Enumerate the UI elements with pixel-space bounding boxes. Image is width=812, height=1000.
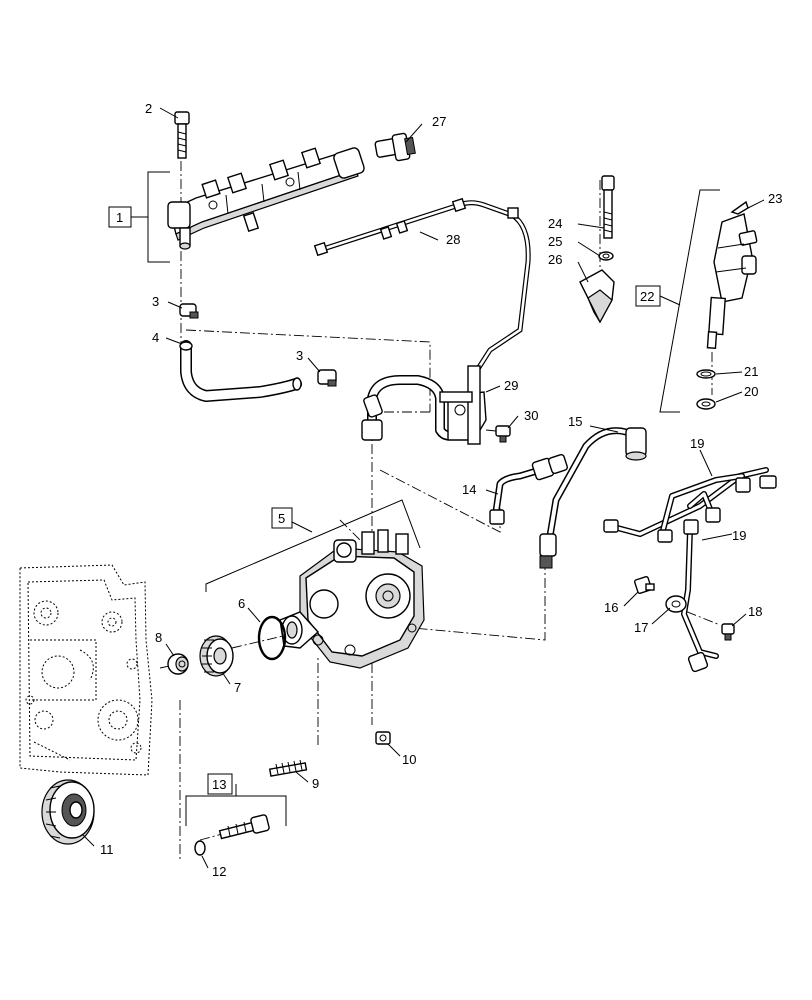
callout-24: 24 — [548, 216, 562, 231]
callout-26: 26 — [548, 252, 562, 267]
engine-gear-housing — [19, 564, 153, 776]
callout-22: 22 — [640, 289, 654, 304]
callout-17: 17 — [634, 620, 648, 635]
callout-12: 12 — [212, 864, 226, 879]
pump-feed-line — [539, 427, 647, 569]
pipe-clamp — [665, 595, 687, 613]
callout-29: 29 — [504, 378, 518, 393]
injector-o-ring — [696, 369, 716, 379]
pipe-clamp-bolt — [721, 623, 735, 641]
callout-15: 15 — [568, 414, 582, 429]
injection-pipes — [603, 467, 777, 673]
injector-clamp — [579, 269, 615, 324]
callout-21: 21 — [744, 364, 758, 379]
callout-19-lower: 19 — [732, 528, 746, 543]
bracket-bolt — [495, 425, 511, 443]
callout-30: 30 — [524, 408, 538, 423]
callout-1-box — [108, 206, 132, 228]
fuel-supply-line — [489, 453, 569, 525]
assembly-brackets — [131, 171, 720, 826]
callout-28: 28 — [446, 232, 460, 247]
callout-10: 10 — [402, 752, 416, 767]
callout-11: 11 — [100, 842, 114, 857]
callouts: 1 2 3 3 4 5 6 7 8 9 10 11 12 13 14 15 16… — [100, 101, 782, 879]
callout-3-lower: 3 — [296, 348, 303, 363]
callout-7: 7 — [234, 680, 241, 695]
callout-4: 4 — [152, 330, 159, 345]
callout-5-box — [271, 507, 293, 529]
rail-pressure-sensor — [374, 132, 416, 162]
callout-1: 1 — [116, 210, 123, 225]
callout-20: 20 — [744, 384, 758, 399]
injector-connector-clip — [730, 200, 749, 215]
rail-bolt — [174, 111, 190, 159]
plug-assembly — [218, 814, 270, 840]
fuel-injector — [706, 213, 758, 350]
callout-19-upper: 19 — [690, 436, 704, 451]
callout-14: 14 — [462, 482, 476, 497]
plug-seal-ring — [194, 840, 206, 856]
callout-9: 9 — [312, 776, 319, 791]
callout-18: 18 — [748, 604, 762, 619]
callout-13-box — [207, 773, 233, 795]
gear-nut — [167, 653, 189, 675]
clamp-washer — [598, 251, 614, 261]
alignment-lines — [159, 125, 721, 860]
pump-o-ring — [257, 615, 287, 661]
callout-5: 5 — [278, 511, 285, 526]
callout-27: 27 — [432, 114, 446, 129]
callout-3-upper: 3 — [152, 294, 159, 309]
pump-nut — [375, 731, 391, 745]
hose-clamp-lower — [317, 369, 337, 387]
high-pressure-pump — [279, 529, 425, 669]
leader-lines — [81, 107, 765, 869]
callout-13: 13 — [212, 777, 226, 792]
callout-25: 25 — [548, 234, 562, 249]
callout-2: 2 — [145, 101, 152, 116]
pipe-clamp-block — [633, 575, 655, 595]
pump-drive-gear — [199, 635, 234, 677]
hose-clamp-upper — [179, 303, 199, 319]
callout-16: 16 — [604, 600, 618, 615]
callout-22-box — [635, 285, 661, 307]
return-hose — [179, 340, 302, 402]
callout-23: 23 — [768, 191, 782, 206]
leak-off-line — [313, 197, 531, 374]
fuel-line-bracket — [361, 365, 487, 445]
idler-gear — [41, 779, 95, 845]
callout-8: 8 — [155, 630, 162, 645]
injector-clamp-bolt — [601, 175, 615, 239]
pump-stud — [268, 759, 308, 777]
common-rail — [167, 147, 365, 250]
injector-washer — [696, 398, 716, 410]
callout-6: 6 — [238, 596, 245, 611]
